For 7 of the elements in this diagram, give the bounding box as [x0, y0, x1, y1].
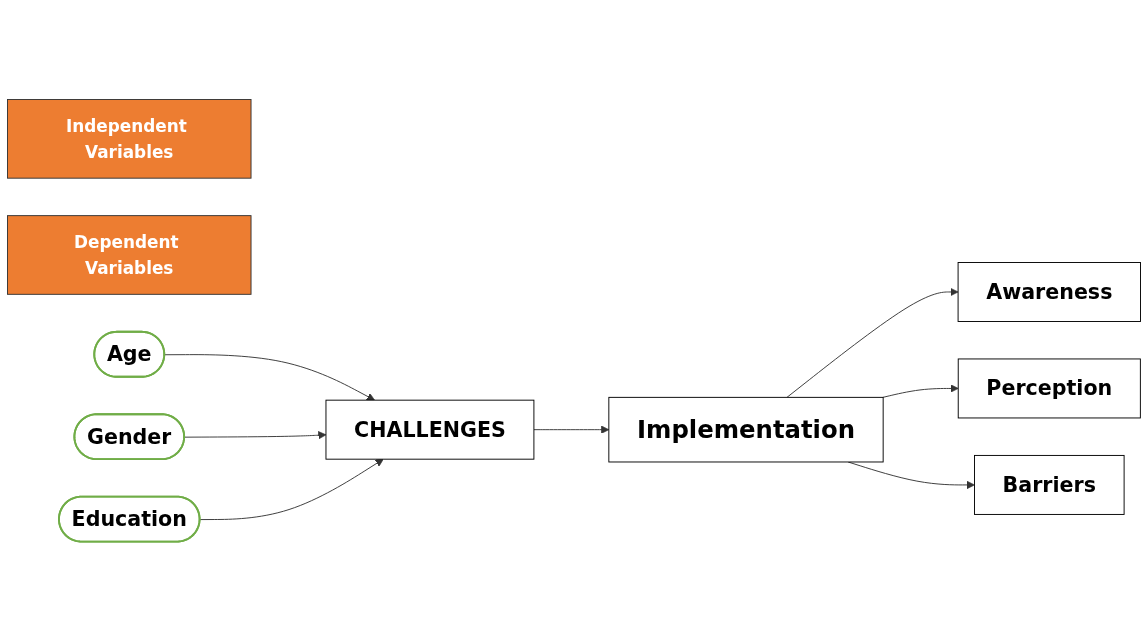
node-box: Barriers — [974, 455, 1125, 516]
node-box: Implementation — [608, 397, 884, 463]
node-box: Independent Variables — [7, 99, 252, 180]
node-box: Perception — [957, 358, 1141, 419]
node-box: Dependent Variables — [7, 215, 252, 296]
node-box: Awareness — [957, 262, 1141, 323]
node-box: CHALLENGES — [325, 400, 535, 461]
